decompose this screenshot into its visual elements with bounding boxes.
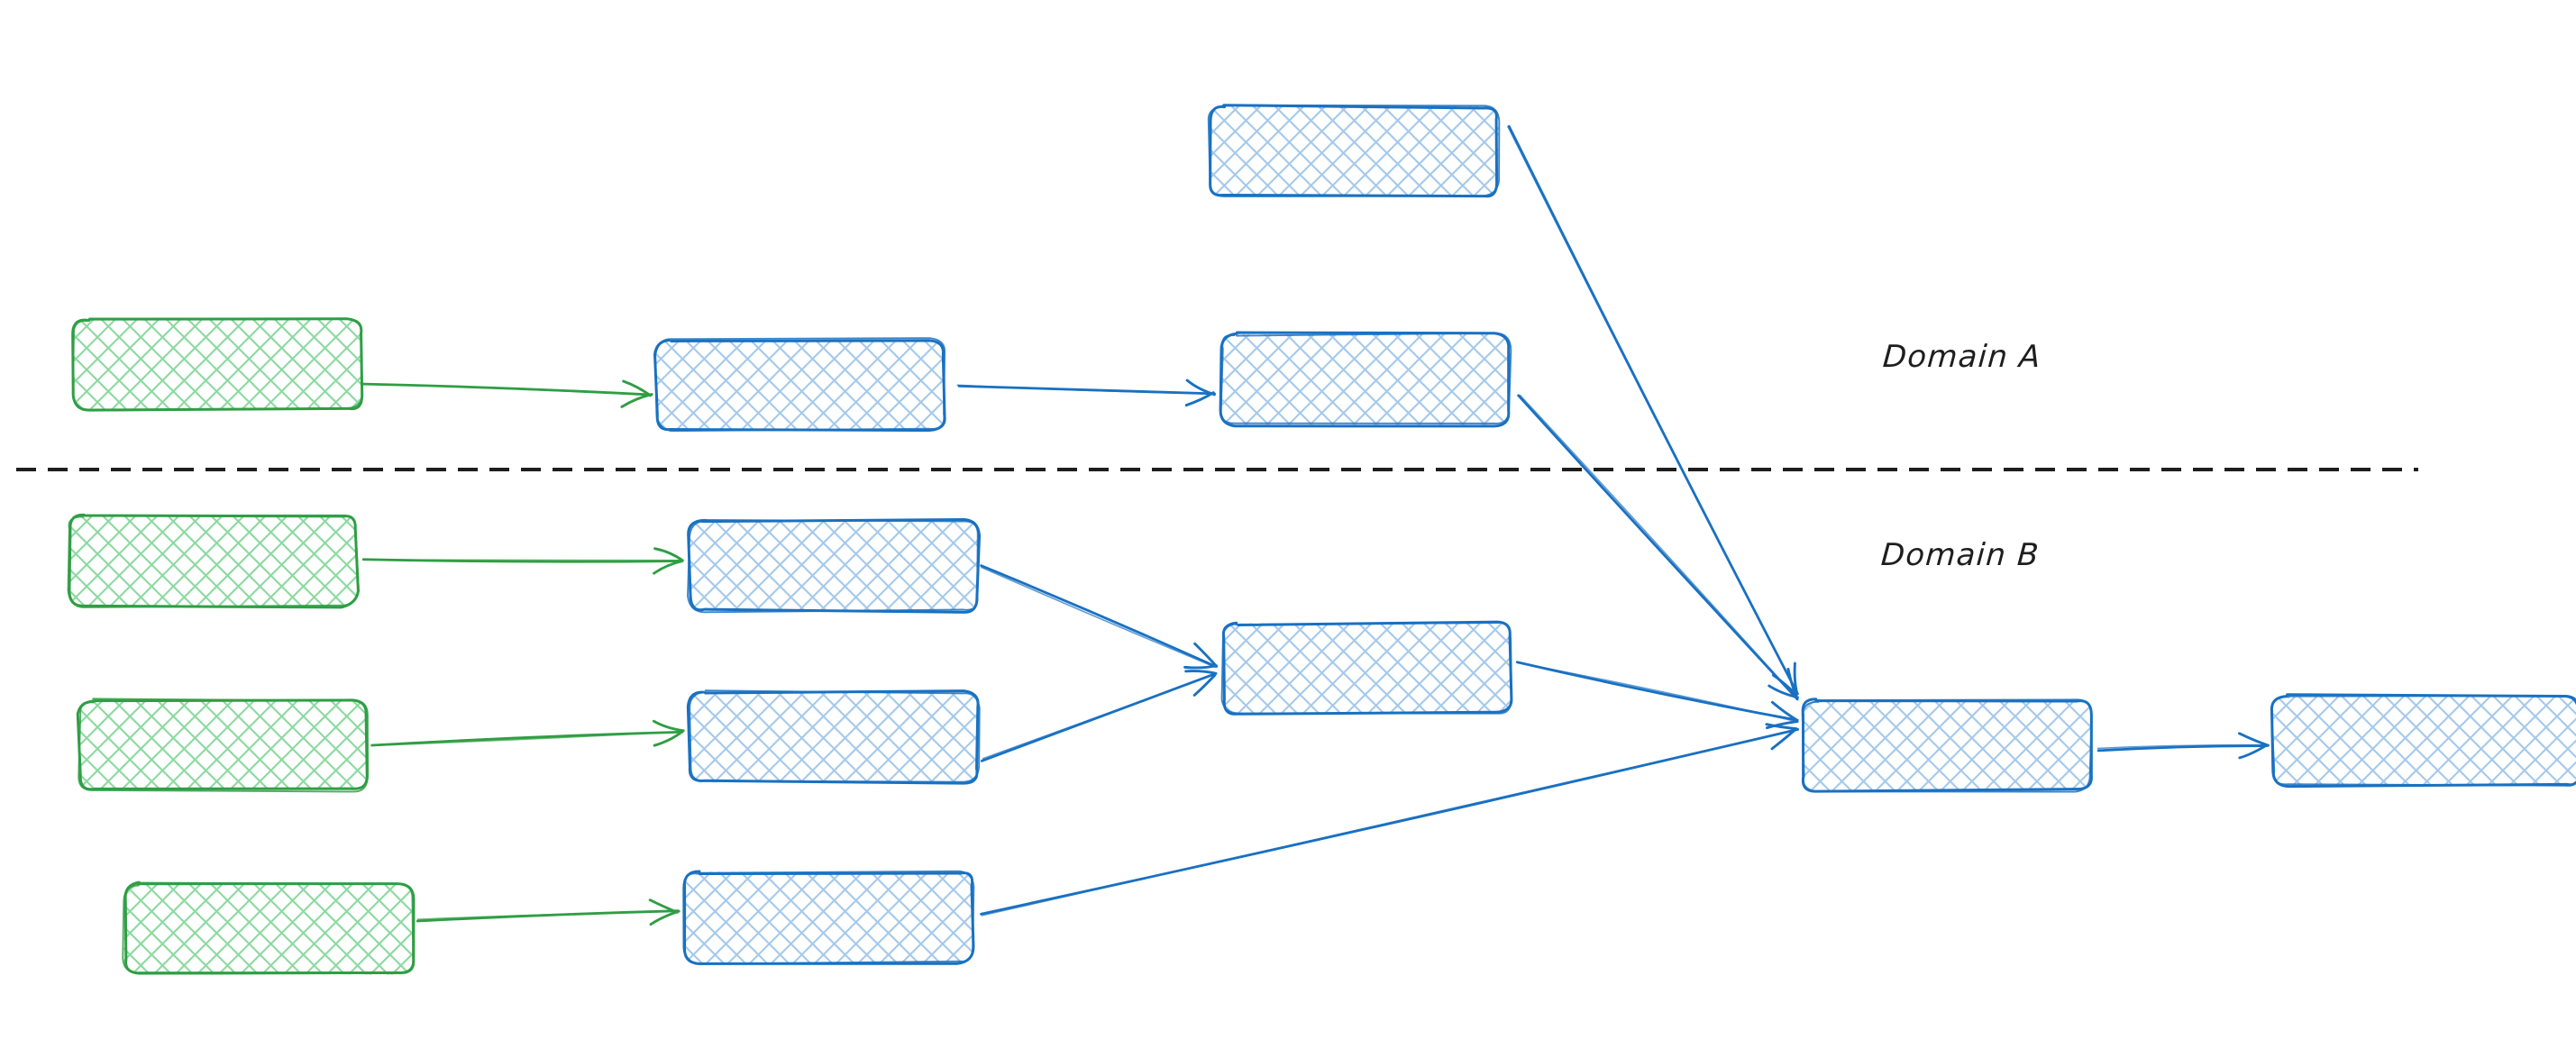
edge-arrowhead [653,560,684,575]
edge-e10 [1515,661,1799,730]
node-a-source-1[interactable] [71,317,364,412]
edges-layer [361,124,2270,926]
node-outline [1219,332,1512,424]
edge-arrowhead [1766,720,1799,730]
edge-e3 [1507,124,1799,697]
edge-e8 [980,564,1219,670]
edge-line [362,559,684,561]
nodes-layer [67,104,2576,975]
node-outline [2270,694,2576,787]
node-a-process-1[interactable] [653,337,946,433]
edge-e12 [2096,732,2270,760]
edge-line [981,728,1799,917]
edge-arrowhead [1793,661,1799,696]
node-fill [1222,623,1512,715]
edge-arrowhead [1770,700,1799,722]
node-b-process-1[interactable] [687,518,982,614]
edge-arrowhead [653,547,684,562]
edge-e6 [370,719,685,747]
edge-line [982,673,1217,760]
edge-line [956,384,1215,395]
node-b-source-3[interactable] [122,880,416,975]
edge-line [981,566,1216,669]
node-fill [123,883,414,975]
edge-arrowhead [649,909,681,926]
edge-arrowhead [620,393,653,408]
edge-arrowhead [1193,642,1219,668]
edge-line [1517,661,1799,723]
edge-line [2096,744,2269,753]
edge-arrowhead [652,719,685,733]
edge-line [1507,124,1799,696]
node-b-process-2[interactable] [686,689,981,785]
edge-e1 [362,379,653,408]
edge-arrowhead [1192,673,1217,697]
domain-a-label: Domain A [1881,339,2043,375]
node-outline [76,698,369,791]
edge-e2 [956,379,1216,407]
node-outline [1801,698,2093,793]
domain-b-label: Domain B [1879,537,2042,573]
edge-line [370,731,683,747]
node-outline [122,881,415,974]
node-outline [682,870,975,965]
node-fill [655,339,945,431]
node-b-aggregate[interactable] [1220,620,1513,716]
edge-arrowhead [1183,664,1218,670]
edge-line [1507,125,1799,695]
node-fill [1220,333,1511,425]
node-b-source-1[interactable] [67,513,360,609]
edge-arrowhead [2238,743,2269,760]
edge-line [1519,394,1798,700]
edge-arrowhead [1185,379,1216,397]
node-outline [67,514,360,608]
edge-arrowhead [1786,667,1799,700]
node-b-source-2[interactable] [76,698,370,793]
edge-line [363,383,652,396]
node-b-process-3[interactable] [682,870,975,965]
node-a-detached[interactable] [1207,104,1501,198]
node-outline [78,698,370,793]
edge-line [2096,743,2270,750]
edge-line [416,910,678,920]
edge-arrowhead [648,898,679,914]
node-b-output[interactable] [2270,693,2576,789]
node-outline [654,337,946,433]
node-fill [689,691,979,783]
edge-e9 [980,670,1218,762]
edge-arrowhead [1765,723,1798,731]
node-fill [1802,699,2091,790]
edge-e5 [361,547,684,575]
node-outline [1207,104,1501,197]
edge-line [1517,394,1799,701]
node-fill [1209,105,1499,197]
node-b-sink[interactable] [1801,698,2093,793]
edge-arrowhead [1770,727,1798,751]
edge-arrowhead [2238,732,2270,747]
node-a-process-2[interactable] [1219,331,1512,428]
node-fill [689,520,979,611]
node-outline [71,317,363,412]
edge-e4 [1517,394,1799,701]
node-fill [78,699,369,790]
edge-arrowhead [622,379,653,397]
edge-e11 [980,723,1800,917]
node-fill [73,318,363,409]
node-outline [689,689,981,783]
edge-e7 [416,898,681,926]
node-fill [685,871,974,962]
edge-arrowhead [1184,670,1218,675]
node-outline [1220,622,1512,715]
edge-arrowhead [653,730,684,747]
node-outline [687,518,979,614]
edge-line [980,564,1217,668]
node-fill [2272,696,2576,787]
node-fill [68,515,358,607]
